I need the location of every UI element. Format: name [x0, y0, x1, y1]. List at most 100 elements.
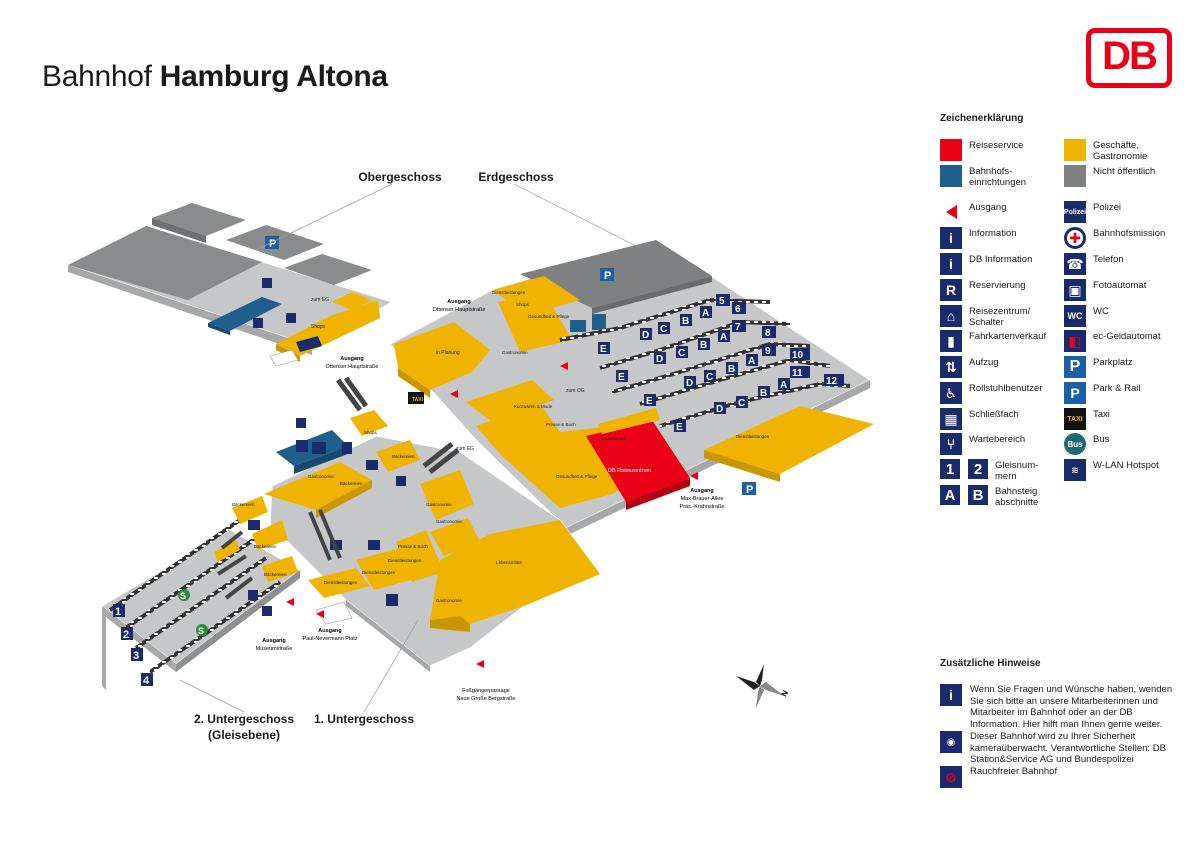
svg-text:P: P: [746, 484, 753, 496]
svg-text:A: A: [720, 332, 727, 343]
svg-text:D: D: [686, 378, 693, 389]
ug1-baeckereien-2: Bäckereien: [392, 454, 415, 459]
wheelchair-icon: ♿: [940, 382, 962, 404]
reservation-icon: R: [940, 279, 962, 301]
page-title: Bahnhof Hamburg Altona: [42, 60, 388, 94]
legend-item-park-rail: P Park & Rail: [1064, 382, 1183, 406]
floor-label-ug2-line2: (Gleisebene): [208, 728, 280, 742]
svg-text:C: C: [678, 348, 685, 359]
upper-floor-police-icon: [262, 278, 272, 288]
eg-gastro-label: Gastronomie: [502, 350, 528, 355]
svg-text:Präs.-Krahnstraße: Präs.-Krahnstraße: [680, 504, 725, 510]
floor-label-ug2-line1: 2. Untergeschoss: [194, 712, 294, 726]
legend-item-track-numbers: 1 2 Gleisnum-mern: [940, 459, 1055, 485]
svg-text:A: A: [702, 308, 709, 319]
upper-floor-station-facility: [208, 297, 282, 331]
db-logo-text: DB: [1102, 34, 1158, 78]
waiting-icon: ⑂: [940, 433, 962, 455]
exit-label-max-brauer: Ausgang Max-Brauer-Allee Präs.-Krahnstra…: [680, 488, 725, 510]
legend-item-shops: Geschäfte, Gastronomie: [1064, 139, 1183, 163]
exit-label-museumstrasse: Ausgang Museumstraße: [256, 638, 293, 652]
wc-icon: WC: [1064, 305, 1086, 327]
legend-item-mission: ✚ Bahnhofsmission: [1064, 227, 1183, 251]
ug1-presse: Presse & Buch: [398, 544, 428, 549]
db-reisezentrum-label: DB Reisezentrum: [608, 468, 652, 474]
svg-text:P: P: [604, 270, 611, 282]
upper-track-numbers: 5 6 7 8 9 10 11 12: [716, 294, 844, 387]
eg-shops-label: Shops: [516, 302, 530, 307]
section-icon: A: [940, 485, 960, 505]
svg-text:Paul-Nevermann Platz: Paul-Nevermann Platz: [302, 636, 357, 642]
track-number-5: 5: [719, 296, 725, 307]
taxi-icon-map: [408, 392, 424, 404]
track-number-1: 1: [115, 606, 121, 618]
db-info-icon: i: [940, 253, 962, 275]
svg-text:D: D: [656, 354, 663, 365]
police-icon: Polizei: [1064, 201, 1086, 223]
s-bahn-icon-2: [196, 624, 208, 636]
eg-in-planung: in Planung: [436, 350, 460, 356]
legend-item-parking: P Parkplatz: [1064, 356, 1183, 380]
legend-item-police: Polizei Polizei: [1064, 201, 1183, 225]
svg-text:P: P: [269, 238, 276, 250]
svg-text:Max-Brauer-Allee: Max-Brauer-Allee: [681, 496, 724, 502]
bus-icon: Bus: [1064, 433, 1086, 455]
floor-label-eg: Erdgeschoss: [478, 170, 554, 184]
ug2-baeckerei-1: Bäckereien: [232, 502, 255, 507]
legend-item-locker: ▦ Schließfach: [940, 408, 1059, 432]
ticket-office-icon: ⌂: [940, 305, 962, 327]
swatch-yellow-icon: [1064, 139, 1086, 161]
track-number-3: 3: [133, 650, 139, 662]
legend-title: Zeichenerklärung: [940, 113, 1024, 124]
legend-item-photo-booth: ▣ Fotoautomat: [1064, 279, 1183, 303]
ug1-shops: Shops: [364, 430, 378, 435]
s-bahn-icon-1: [178, 589, 190, 601]
taxi-icon: TAXI: [1064, 408, 1086, 430]
legend-item-wc: WC WC: [1064, 305, 1183, 329]
ground-floor-parking-icon: [600, 268, 614, 281]
ug1-gastro-3: Gastronomie: [436, 598, 462, 603]
park-rail-icon: P: [1064, 382, 1086, 404]
legend-item-non-public: Nicht öffentlich: [1064, 165, 1183, 189]
svg-text:E: E: [600, 344, 607, 355]
eg-health-label: Gesundheit & Pflege: [528, 314, 570, 319]
svg-text:E: E: [676, 422, 683, 433]
svg-text:B: B: [700, 340, 707, 351]
exit-label-paul-nevermann: Ausgang Paul-Nevermann Platz: [302, 628, 357, 642]
ug2-baeckerei-3: Bäckereien: [264, 572, 287, 577]
eg-services-1: Dienstleistungen: [492, 290, 526, 295]
second-basement-platforms: S S: [101, 496, 301, 690]
svg-text:D: D: [642, 330, 649, 341]
track-number-12: 12: [826, 376, 838, 387]
mission-icon: ✚: [1064, 227, 1086, 249]
wlan-icon: ≋: [1064, 459, 1086, 481]
ground-floor-non-public: [520, 240, 712, 308]
ug1-gastro-1: Gastronomie: [426, 502, 452, 507]
svg-text:Museumstraße: Museumstraße: [256, 646, 293, 652]
track-number-icon-2: 2: [968, 459, 988, 479]
floor-label-ug1: 1. Untergeschoss: [314, 712, 414, 726]
track-number-4: 4: [143, 675, 150, 687]
track-number-8: 8: [765, 328, 771, 339]
swatch-red-icon: [940, 139, 962, 161]
swatch-blue-icon: [940, 165, 962, 187]
camera-icon: ◉: [940, 731, 962, 753]
eg-fashion-label: Kurzwaren & Mode: [514, 404, 553, 409]
ug1-services-2: Dienstleistungen: [362, 570, 396, 575]
legend-item-exit: Ausgang: [940, 201, 1059, 225]
legend-item-sections: A B Bahnsteig abschnitte: [940, 485, 1055, 511]
exit-label-ottenser-eg: Ausgang Ottenser Hauptstraße: [433, 299, 486, 313]
hint-info: i Wenn Sie Fragen und Wünsche haben, wen…: [940, 684, 1185, 730]
title-station-name: Hamburg Altona: [159, 60, 388, 93]
ground-floor: P P D C B A D C B A D C B A D C B A E E …: [389, 239, 874, 536]
svg-text:B: B: [728, 364, 735, 375]
ug1-gastro-4: Gastronomie: [308, 474, 334, 479]
legend-item-wheelchair: ♿ Rollstuhlbenutzer: [940, 382, 1059, 406]
eg-zum-og: zum OG: [566, 388, 585, 394]
svg-text:B: B: [760, 388, 767, 399]
atm-icon: ◧: [1064, 330, 1086, 352]
compass-rose-icon: N: [736, 664, 790, 708]
svg-text:B: B: [682, 316, 689, 327]
legend-item-wlan: ≋ W-LAN Hotspot: [1064, 459, 1183, 483]
